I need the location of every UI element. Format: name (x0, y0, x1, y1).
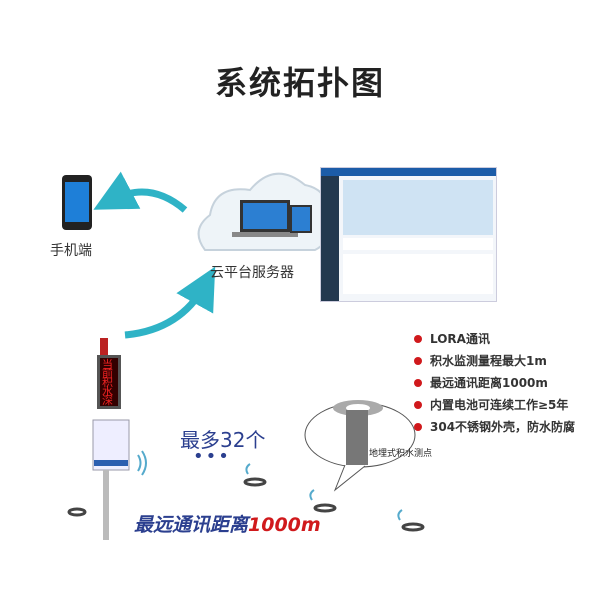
monitoring-pole (92, 338, 130, 540)
arrow-to-cloud (124, 266, 216, 339)
cloud-icon (197, 172, 330, 251)
ellipsis-dots: ••• (193, 446, 231, 467)
sensor-bubble (304, 400, 416, 492)
feature-item: LORA通讯 (414, 330, 490, 347)
sensor-nodes (67, 477, 425, 532)
page-title: 系统拓扑图 (214, 64, 385, 102)
cloud-server-label: 云平台服务器 (210, 265, 294, 281)
phone-icon (62, 175, 92, 230)
feature-item: 最远通讯距离1000m (414, 374, 548, 391)
led-display-text: 当前积水深 (102, 358, 113, 407)
phone-label: 手机端 (50, 243, 92, 259)
feature-item: 304不锈钢外壳，防水防腐 (414, 418, 575, 435)
sensor-label: 地埋式积水测点 (369, 449, 433, 459)
range-prefix: 最远通讯距离 (134, 514, 249, 536)
range-value: 1000m (248, 514, 321, 536)
arrow-to-phone (93, 171, 188, 213)
range-label: 最远通讯距离1000m (134, 510, 321, 537)
max-nodes-label: 最多32个 (180, 428, 266, 452)
feature-item: 积水监测量程最大1m (414, 352, 547, 369)
wifi-icons (137, 450, 403, 521)
dashboard-screenshot (320, 167, 497, 302)
feature-item: 内置电池可连续工作≥5年 (414, 396, 568, 413)
